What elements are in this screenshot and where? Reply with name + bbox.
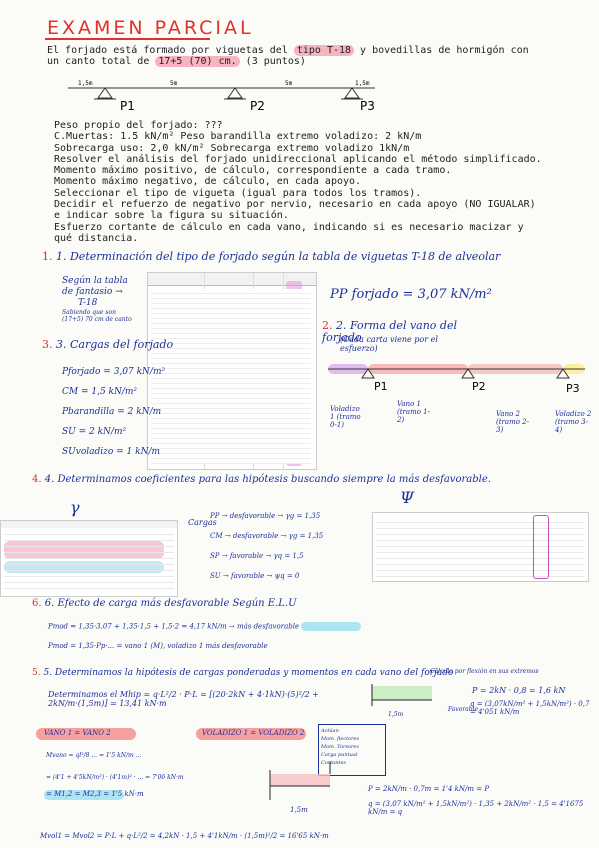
data-line: qué distancia.: [54, 232, 139, 244]
title-underline: [45, 38, 210, 40]
vano-label: VANO 1 = VANO 2: [44, 729, 111, 737]
support-label-p3: P3: [360, 99, 375, 113]
dim-label: 5m: [285, 80, 293, 87]
section-6-heading: 6. 6. Efecto de carga más desfavorable S…: [32, 598, 297, 609]
support-icon: [361, 368, 375, 379]
highlight-depth: 17+5 (70) cm.: [155, 56, 240, 67]
data-line: Decidir el refuerzo de negativo por nerv…: [54, 199, 536, 211]
dim-label: 1,5m: [355, 80, 370, 87]
vano-result-highlight: [44, 790, 124, 800]
gamma-table-image: [0, 520, 178, 597]
loads-list: Pforjado = 3,07 kN/m² CM = 1,5 kN/m² Pba…: [62, 367, 166, 457]
svg-text:1,5m: 1,5m: [290, 806, 308, 814]
point-load-2: P = 2kN/m · 0,7m = 1'4 kN/m = P: [368, 785, 490, 793]
cantilever-diagram: 1,5m: [371, 684, 432, 718]
psi-table-image: [372, 512, 589, 582]
psi-symbol: Ψ: [400, 488, 415, 507]
coefficients-list: PP → desfavorable → γg = 1,35 CM → desfa…: [210, 512, 324, 580]
support-icon: [461, 368, 475, 379]
cargas-label: Cargas: [188, 518, 217, 527]
svg-text:1,5m: 1,5m: [388, 711, 404, 718]
label-vano-2: Vano 2 (tramo 2-3): [496, 410, 529, 434]
beam-spans-diagram: P1 P2 P3: [328, 364, 585, 395]
dim-label: 1,5m: [78, 80, 93, 87]
voladizo-label: VOLADIZO 1 = VOLADIZO 2: [202, 729, 305, 737]
section-3-heading: 3. 3. Cargas del forjado: [42, 338, 174, 351]
label-voladizo-2: Voladizo 2 (tramo 3-4): [555, 410, 592, 434]
support-icon: [97, 87, 113, 99]
section-5-right-note: Cálculo por flexión en sus extremos: [430, 668, 539, 675]
page-title: EXAMEN PARCIAL: [47, 17, 254, 39]
vano-calc-1: Mvano = ql²/8 ... = 1'5 kN/m ...: [46, 752, 142, 759]
voladizo-highlight: [196, 728, 306, 740]
section-1-heading: 1. 1. Determinación del tipo de forjado …: [42, 250, 501, 263]
support-label-p1: P1: [120, 99, 135, 113]
label-voladizo-1: Voladizo 1 (tramo 0-1): [330, 405, 361, 429]
section-4-heading: 4. 4. Determinamos coeficientes para las…: [32, 474, 491, 485]
distributed-load-1: q = (3,07kN/m² + 1,5kN/m²) · 0,7 = 4'051…: [470, 700, 590, 716]
section-2-heading: 2. 2. Forma del vano del forjado: [322, 319, 457, 344]
hypothesis-moment: Determinamos el Mhip = q·L²/2 · P·L = [(…: [48, 690, 319, 708]
section-5-heading: 5. 5. Determinamos la hipótesis de carga…: [32, 668, 454, 678]
acting-forces-box: Actúan Mom. flectores Mom. Torsores Carg…: [318, 724, 386, 776]
favorable-note: Favorable: [448, 706, 479, 713]
data-line: e indicar sobre la figura su situación.: [54, 210, 289, 222]
data-line: Resolver el análisis del forjado unidire…: [54, 153, 542, 165]
data-line: Esfuerzo cortante de cálculo en cada van…: [54, 221, 524, 233]
data-line: Sobrecarga uso: 2,0 kN/m² Sobrecarga ext…: [54, 142, 410, 154]
intro-text: El forjado está formado por viguetas del…: [47, 45, 529, 67]
support-icon: [344, 87, 360, 99]
beam-table-image: [147, 272, 317, 470]
support-label-p2: P2: [250, 99, 265, 113]
data-line: Momento máximo negativo, de cálculo, en …: [54, 176, 362, 188]
support-icon: [556, 368, 570, 379]
section-6-line-1: Pmod = 1,35·3,07 + 1,35·1,5 + 1,5·2 = 4,…: [48, 622, 362, 631]
highlight-beam-type: tipo T-18: [293, 45, 355, 56]
dim-label: 5m: [170, 80, 178, 87]
cantilever-load-diagram: 1,5m: [269, 762, 331, 814]
point-load-1: P = 2kN · 0,8 = 1,6 kN: [472, 686, 566, 695]
vano-calc-2: = (4'1 + 4'5kN/m²) · (4'1m)² · ... = 7'0…: [46, 774, 184, 781]
section-6-line-2: Pmod = 1,35·Pp·... = vano 1 (M), voladiz…: [48, 642, 268, 650]
gamma-symbol: γ: [70, 498, 80, 517]
section-1-notes: Según la tabla de fantasio → T-18 Sabien…: [62, 276, 132, 323]
label-vano-1: Vano 1 (tramo 1-2): [397, 400, 430, 424]
vano-calc-3: = M1,2 = M2,3 = 1'5 kN·m: [46, 790, 144, 798]
problem-data: Peso propio del forjado: ??? C.Muertas: …: [54, 120, 542, 244]
data-line: Peso propio del forjado: ???: [54, 120, 223, 131]
svg-text:P1: P1: [374, 380, 388, 393]
data-line: C.Muertas: 1.5 kN/m² Peso barandilla ext…: [54, 131, 422, 143]
self-weight-result: PP forjado = 3,07 kN/m²: [330, 287, 492, 302]
svg-text:P2: P2: [472, 380, 486, 393]
support-icon: [227, 87, 243, 99]
section-2-sub: (Cada carta viene por el esfuerzo): [340, 335, 438, 353]
data-line: Momento máximo positivo, de cálculo, cor…: [54, 165, 452, 177]
final-moment: Mvol1 = Mvol2 = P·L + q·L²/2 = 4,2kN · 1…: [40, 832, 329, 840]
distributed-load-2: q = (3,07 kN/m² + 1,5kN/m²) · 1,35 + 2kN…: [368, 800, 584, 816]
vano-highlight: [36, 728, 136, 740]
svg-text:P3: P3: [566, 382, 580, 395]
beam-diagram: 1,5m 5m 5m 1,5m P1 P2 P3: [68, 80, 375, 113]
data-line: Seleccionar el tipo de vigueta (igual pa…: [54, 187, 422, 199]
